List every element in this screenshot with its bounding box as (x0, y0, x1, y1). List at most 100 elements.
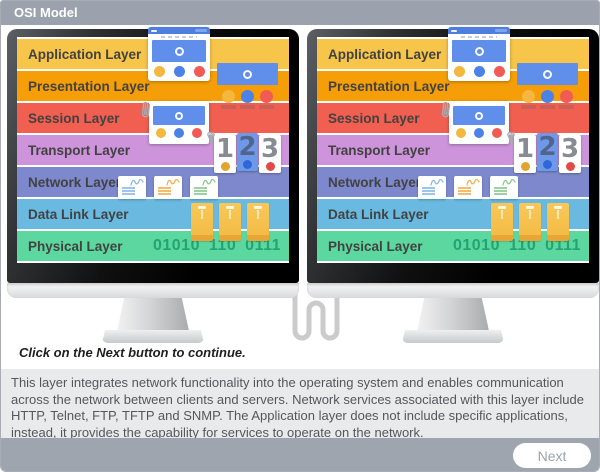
layer-label-transport: Transport Layer (28, 142, 131, 158)
webpage-dots (449, 128, 509, 138)
next-button[interactable]: Next (513, 443, 591, 468)
yellow-dot (522, 90, 535, 103)
segment-number: 1 (515, 134, 535, 164)
layer-label-datalink: Data Link Layer (28, 206, 129, 222)
layer-band-physical: Physical Layer 01010 110 0111 (17, 231, 289, 261)
layer-label-session: Session Layer (28, 110, 120, 126)
browser-window-icon (448, 27, 510, 81)
monitor-bezel: Application Layer Presentation Layer Ses… (307, 27, 599, 283)
dot-base (259, 105, 274, 109)
circle-graphic (243, 69, 252, 79)
layer-label-application: Application Layer (28, 46, 142, 62)
segment-number: 1 (215, 134, 235, 164)
frame-envelope-icon (219, 203, 241, 241)
yellow-dot (153, 66, 165, 77)
layer-description-text: This layer integrates network functional… (11, 375, 584, 440)
layer-band-datalink: Data Link Layer (317, 199, 589, 229)
layer-label-network: Network Layer (28, 174, 122, 190)
blue-dot (173, 66, 185, 77)
red-dot (265, 162, 275, 171)
blue-dot (474, 128, 484, 138)
circle-graphic (175, 111, 183, 120)
layer-label-session: Session Layer (328, 110, 420, 126)
blue-dot (241, 90, 254, 103)
layer-label-presentation: Presentation Layer (28, 78, 150, 94)
paperclip-icon (439, 99, 453, 120)
layer-label-network: Network Layer (328, 174, 422, 190)
webpage-dots (148, 66, 210, 77)
circle-graphic (474, 46, 484, 56)
frame-envelope-icon (191, 203, 213, 241)
webpage-dots (517, 90, 578, 109)
monitor-screen: Application Layer Presentation Layer Ses… (17, 27, 289, 263)
layer-label-physical: Physical Layer (28, 238, 123, 254)
layer-label-application: Application Layer (328, 46, 442, 62)
browser-window-icon (148, 27, 210, 81)
monitor-stand-base (402, 330, 504, 343)
address-scribble-icon (130, 178, 144, 187)
segment-number: 2 (538, 132, 557, 162)
red-dot (492, 128, 502, 138)
red-dot (260, 90, 273, 103)
segment-card-2: 2 (537, 133, 558, 171)
blue-dot (243, 160, 252, 169)
app-title: OSI Model (14, 5, 78, 20)
session-page-icon (449, 101, 509, 144)
address-scribble-icon (202, 178, 216, 187)
layer-label-physical: Physical Layer (328, 238, 423, 254)
blue-dot (543, 160, 552, 169)
red-dot (193, 66, 205, 77)
webpage-hero (217, 63, 278, 85)
layer-label-presentation: Presentation Layer (328, 78, 450, 94)
packet-letter-icon (154, 176, 182, 199)
blue-dot (174, 128, 184, 138)
segment-card-1: 1 (214, 135, 236, 173)
layer-band-network: Network Layer (17, 167, 289, 197)
webpage-hero (153, 106, 205, 125)
layer-band-datalink: Data Link Layer (17, 199, 289, 229)
monitor-bezel: Application Layer Presentation Layer Ses… (7, 27, 299, 283)
stage: Application Layer Presentation Layer Ses… (1, 25, 599, 369)
packet-letter-icon (454, 176, 482, 199)
packet-letter-icon (490, 176, 518, 199)
layer-label-transport: Transport Layer (328, 142, 431, 158)
segment-number: 2 (238, 132, 257, 162)
yellow-dot (520, 162, 530, 171)
segment-card-3: 3 (559, 135, 581, 173)
frame-envelope-icon (547, 203, 569, 241)
monitor-right: Application Layer Presentation Layer Ses… (307, 27, 599, 343)
formatted-page-icon (517, 63, 578, 109)
monitor-cable-icon (292, 286, 340, 341)
yellow-dot (453, 66, 465, 77)
yellow-dot (456, 128, 466, 138)
segment-card-2: 2 (237, 133, 258, 171)
frame-envelope-icon (247, 203, 269, 241)
dot-base (240, 105, 255, 109)
title-bar: OSI Model (1, 1, 599, 25)
dot-base (221, 105, 236, 109)
transport-segments-icon: 1 2 3 (506, 131, 584, 179)
red-dot (560, 90, 573, 103)
browser-titlebar (448, 27, 510, 34)
dot-base (559, 105, 574, 109)
segment-card-1: 1 (514, 135, 536, 173)
datalink-frames-icon (191, 203, 269, 241)
circle-graphic (543, 69, 552, 79)
browser-menu-dashes (161, 36, 197, 38)
address-scribble-icon (502, 178, 516, 187)
session-page-icon (149, 101, 209, 144)
network-packets-icon (118, 176, 236, 199)
yellow-dot (222, 90, 235, 103)
browser-titlebar (148, 27, 210, 34)
blue-dot (473, 66, 485, 77)
layer-label-datalink: Data Link Layer (328, 206, 429, 222)
yellow-dot (220, 162, 230, 171)
webpage-dots (217, 90, 278, 109)
packet-letter-icon (118, 176, 146, 199)
monitor-stand-neck (417, 298, 489, 331)
segment-card-3: 3 (259, 135, 281, 173)
webpage-hero (152, 40, 206, 62)
address-scribble-icon (166, 178, 180, 187)
layer-band-physical: Physical Layer 01010 110 0111 (317, 231, 589, 261)
